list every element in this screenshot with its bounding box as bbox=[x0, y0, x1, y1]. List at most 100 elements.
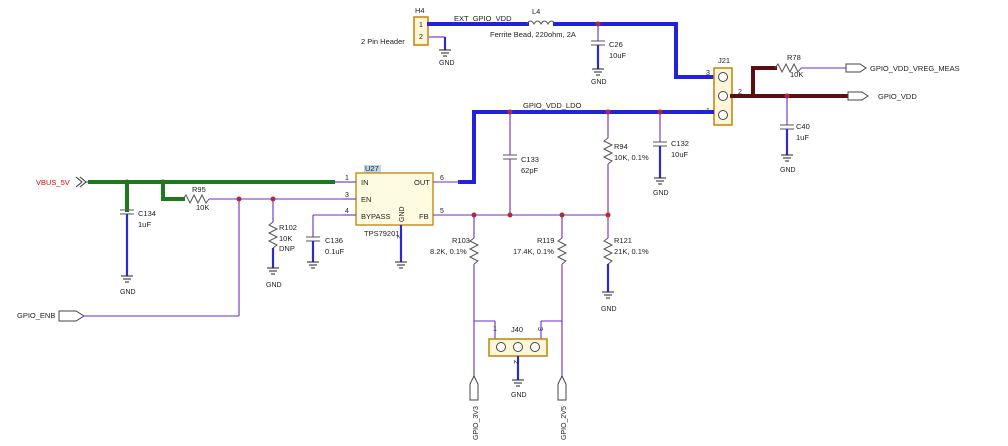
h4-pin2-num: 2 bbox=[419, 34, 423, 41]
j21-pin3-num: 3 bbox=[706, 70, 710, 77]
gnd-label-j40: GND bbox=[511, 392, 527, 399]
gpio-enb-label: GPIO_ENB bbox=[17, 311, 55, 320]
port-gpio-2v5 bbox=[557, 374, 567, 401]
h4-outline bbox=[413, 16, 429, 46]
l4-value: Ferrite Bead, 220ohm, 2A bbox=[490, 30, 576, 39]
c136-value: 0.1uF bbox=[325, 247, 345, 256]
j21-section: J21 3 2 1 R78 10K GPIO_VDD_VREG_MEAS GPI… bbox=[706, 53, 960, 174]
j40-pin3-num: 3 bbox=[536, 327, 543, 331]
u27-part: TPS79201 bbox=[364, 229, 399, 238]
u27-ref: U27 bbox=[365, 164, 379, 173]
gpio-enb-net: GPIO_ENB bbox=[17, 199, 240, 322]
gpio-vdd-ldo-net: GPIO_VDD_LDO C133 62pF R94 10K, 0.1% C13… bbox=[458, 101, 714, 238]
j40-pin1-pad bbox=[496, 342, 506, 352]
h4-desc: 2 Pin Header bbox=[361, 37, 405, 46]
r119-ref: R119 bbox=[537, 236, 554, 245]
r95-value: 10K bbox=[196, 203, 209, 212]
u27-pin-gnd: GND bbox=[399, 206, 406, 222]
gnd-symbol-j40 bbox=[512, 379, 524, 387]
gnd-label-c26: GND bbox=[591, 79, 607, 86]
h4-pin1-num: 1 bbox=[419, 22, 423, 29]
r95-ref: R95 bbox=[192, 185, 206, 194]
j40-pin3-pad bbox=[530, 342, 540, 352]
c136-section: C136 0.1uF bbox=[306, 214, 345, 269]
r103-value: 8.2K, 0.1% bbox=[430, 247, 467, 256]
net-gpio-vdd: GPIO_VDD bbox=[878, 92, 917, 101]
c134-ref: C134 bbox=[138, 209, 156, 218]
gnd-symbol-c26 bbox=[592, 68, 604, 76]
output-ports: GPIO_3V3 GPIO_2V5 bbox=[469, 374, 568, 440]
c40-value: 1uF bbox=[796, 133, 809, 142]
c26-ref: C26 bbox=[609, 40, 623, 49]
l4-inductor-symbol bbox=[526, 20, 556, 25]
j21-pin2-pad bbox=[718, 91, 728, 101]
vbus-chevron-a bbox=[75, 176, 83, 188]
gnd-symbol-c134 bbox=[121, 275, 133, 283]
r94-value: 10K, 0.1% bbox=[614, 153, 649, 162]
gnd-label-h4: GND bbox=[439, 60, 455, 67]
gnd-symbol-c132 bbox=[654, 177, 666, 185]
j40-pin2-pad bbox=[513, 342, 523, 352]
r121-ref: R121 bbox=[614, 236, 632, 245]
c136-ref: C136 bbox=[325, 236, 343, 245]
r78-value: 10K bbox=[790, 70, 803, 79]
u27-ref-highlight bbox=[364, 165, 381, 173]
gnd-symbol-r121 bbox=[602, 291, 614, 299]
gnd-symbol-h4 bbox=[439, 49, 451, 57]
c133-ref: C133 bbox=[521, 155, 539, 164]
j40-ref: J40 bbox=[511, 325, 523, 334]
c40-ref: C40 bbox=[796, 122, 810, 131]
c133-value: 62pF bbox=[521, 166, 539, 175]
r102-resistor-symbol bbox=[267, 221, 279, 249]
u27-num-gnd: 2 bbox=[395, 235, 402, 239]
j40-pin1-num: 1 bbox=[493, 326, 497, 333]
vbus-chevron-b bbox=[79, 176, 87, 188]
u27-pin-out: OUT bbox=[414, 178, 430, 187]
vbus-input-net: VBUS_5V C134 1uF GND R95 10K R10 bbox=[36, 176, 343, 296]
r95-resistor-symbol bbox=[182, 193, 210, 205]
gnd-symbol-u27 bbox=[395, 261, 407, 269]
u27-num-bypass: 4 bbox=[345, 208, 349, 215]
r103-ref: R103 bbox=[452, 236, 470, 245]
r121-resistor-symbol bbox=[602, 237, 614, 265]
j21-ref: J21 bbox=[718, 56, 730, 65]
c26-value: 10uF bbox=[609, 51, 627, 60]
r121-value: 21K, 0.1% bbox=[614, 247, 649, 256]
r102-ref: R102 bbox=[279, 223, 297, 232]
port-gpio-enb bbox=[58, 310, 85, 322]
r94-resistor-symbol bbox=[602, 137, 614, 165]
r103-resistor-symbol bbox=[468, 237, 480, 265]
u27-pin-en: EN bbox=[361, 195, 371, 204]
port-gpio-vdd-vreg-meas bbox=[845, 63, 867, 73]
c132-ref: C132 bbox=[671, 139, 689, 148]
port-gpio-vdd bbox=[847, 91, 869, 101]
j21-pin3-pad bbox=[718, 72, 728, 82]
j40-pin2-num: 2 bbox=[512, 360, 519, 364]
u27-num-in: 1 bbox=[345, 175, 349, 182]
gnd-label-c40: GND bbox=[780, 167, 796, 174]
u27-regulator: U27 IN EN BYPASS OUT FB GND 1 3 4 6 5 2 … bbox=[343, 164, 460, 269]
gnd-label-r121: GND bbox=[601, 306, 617, 313]
gnd-label-r102: GND bbox=[266, 282, 282, 289]
gnd-symbol-r102 bbox=[267, 267, 279, 275]
r94-ref: R94 bbox=[614, 142, 628, 151]
net-gpio-2v5: GPIO_2V5 bbox=[561, 406, 568, 440]
u27-num-en: 3 bbox=[345, 192, 349, 199]
u27-num-out: 6 bbox=[440, 175, 444, 182]
u27-pin-bypass: BYPASS bbox=[361, 212, 390, 221]
r119-resistor-symbol bbox=[556, 237, 568, 265]
c132-value: 10uF bbox=[671, 150, 689, 159]
gnd-label-c132: GND bbox=[653, 190, 669, 197]
fb-divider-network: R103 8.2K, 0.1% R119 17.4K, 0.1% R121 21… bbox=[430, 212, 649, 384]
vbus-5v-label: VBUS_5V bbox=[36, 178, 70, 187]
u27-body bbox=[355, 172, 434, 226]
ext-gpio-vdd-net: H4 1 2 2 Pin Header EXT_GPIO_VDD L4 Ferr… bbox=[361, 6, 714, 86]
net-gpio-vdd-vreg-meas: GPIO_VDD_VREG_MEAS bbox=[870, 64, 960, 73]
gnd-label-c134: GND bbox=[120, 289, 136, 296]
l4-ref: L4 bbox=[532, 7, 540, 16]
gnd-symbol-c136 bbox=[307, 261, 319, 269]
h4-ref: H4 bbox=[415, 6, 425, 15]
r102-note: DNP bbox=[279, 244, 295, 253]
gnd-symbol-c40 bbox=[781, 154, 793, 162]
